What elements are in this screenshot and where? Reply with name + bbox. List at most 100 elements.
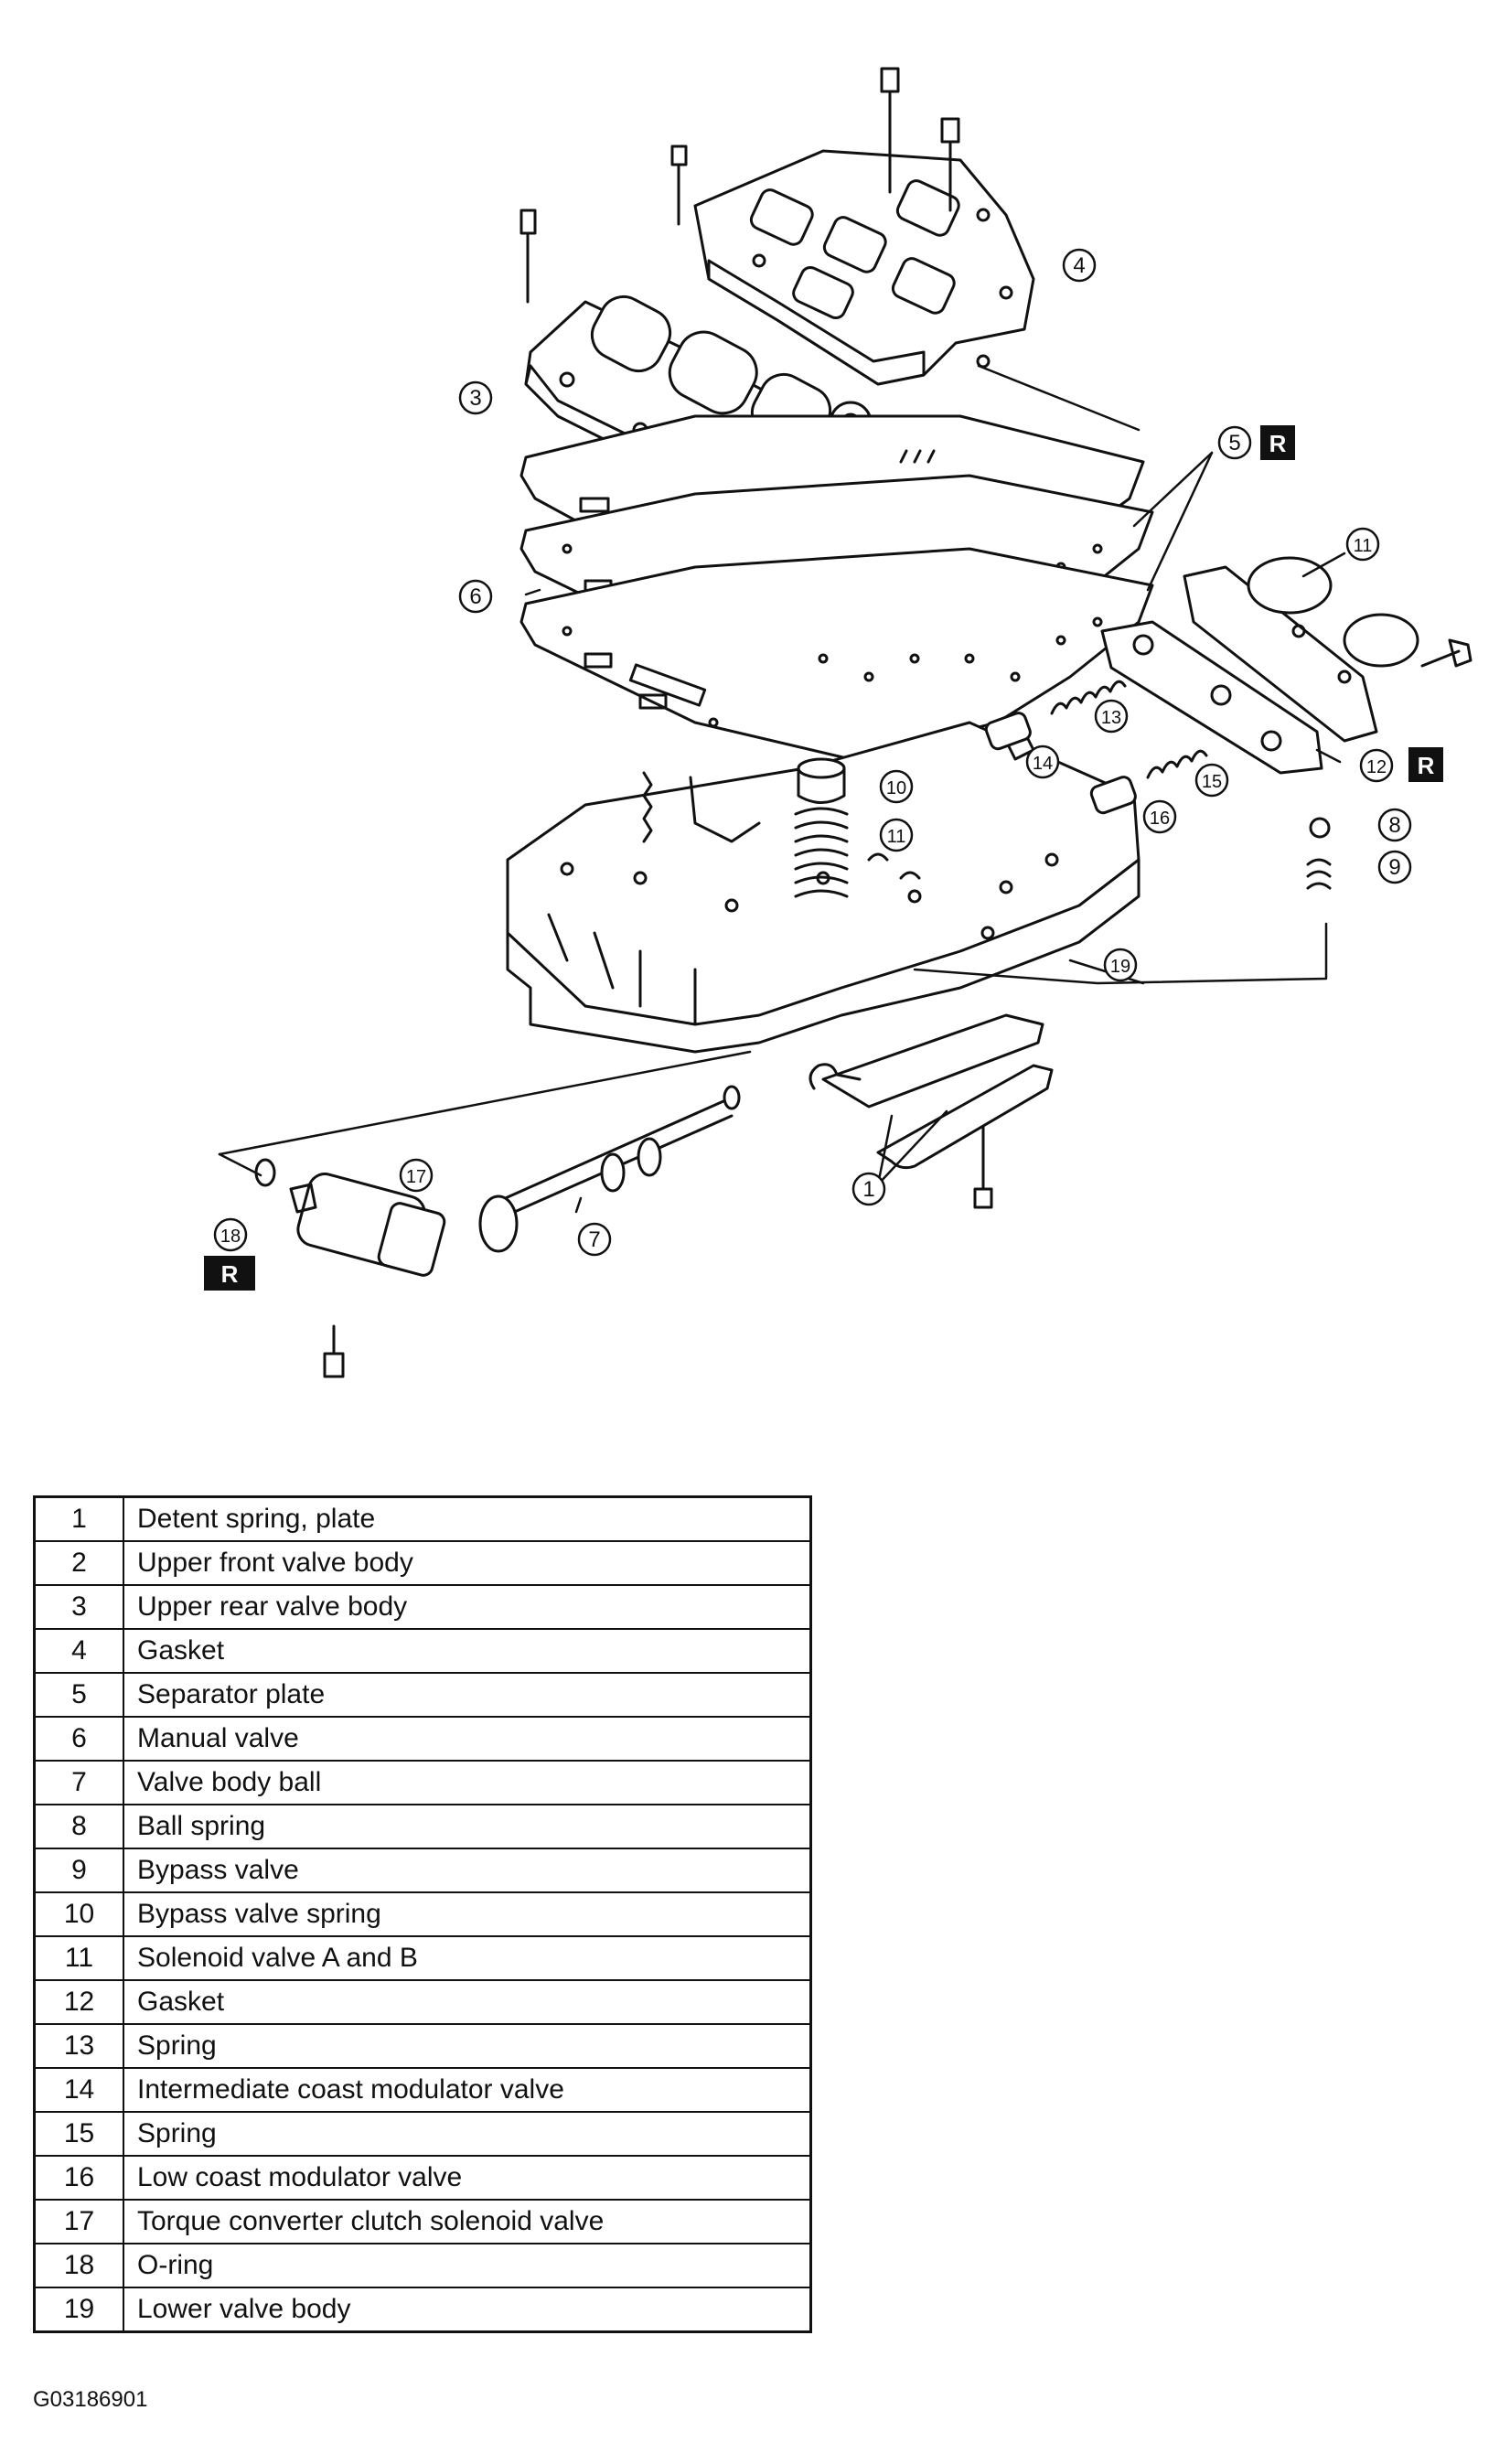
svg-text:5: 5 bbox=[1228, 431, 1240, 455]
part-description-cell: Bypass valve bbox=[123, 1848, 812, 1893]
svg-text:1: 1 bbox=[862, 1177, 874, 1202]
modulator-valves-springs bbox=[794, 680, 1332, 898]
callout-10: 10 bbox=[879, 769, 914, 804]
svg-text:19: 19 bbox=[1110, 957, 1130, 977]
callout-15: 15 bbox=[1194, 763, 1229, 798]
tcc-solenoid-valve bbox=[254, 1158, 446, 1277]
part-number-cell: 5 bbox=[33, 1672, 124, 1718]
callout-3: 3 bbox=[458, 380, 493, 415]
callout-4: 4 bbox=[1062, 248, 1097, 283]
svg-text:16: 16 bbox=[1150, 809, 1170, 829]
svg-text:R: R bbox=[1418, 752, 1435, 779]
part-description-cell: Valve body ball bbox=[123, 1760, 812, 1805]
replace-badge-o-ring: R bbox=[204, 1256, 255, 1291]
part-number-cell: 19 bbox=[33, 2287, 124, 2333]
part-description-cell: Spring bbox=[123, 2023, 812, 2069]
svg-text:6: 6 bbox=[469, 584, 481, 609]
replace-badge-solenoid-gasket: R bbox=[1408, 747, 1443, 782]
part-description-cell: Spring bbox=[123, 2111, 812, 2157]
solenoid-valves-a-b bbox=[1100, 556, 1419, 775]
svg-text:14: 14 bbox=[1033, 754, 1053, 774]
part-number-cell: 17 bbox=[33, 2199, 124, 2244]
part-number-cell: 12 bbox=[33, 1979, 124, 2025]
svg-text:4: 4 bbox=[1073, 253, 1085, 278]
lower-valve-body bbox=[506, 721, 1141, 1054]
svg-text:R: R bbox=[221, 1260, 239, 1288]
part-number-cell: 4 bbox=[33, 1628, 124, 1674]
callout-1: 1 bbox=[851, 1172, 886, 1206]
part-number-cell: 13 bbox=[33, 2023, 124, 2069]
part-description-cell: Torque converter clutch solenoid valve bbox=[123, 2199, 812, 2244]
svg-text:15: 15 bbox=[1202, 772, 1222, 792]
part-description-cell: Ball spring bbox=[123, 1804, 812, 1849]
bottom-gasket bbox=[519, 547, 1154, 761]
part-description-cell: O-ring bbox=[123, 2243, 812, 2288]
part-description-cell: Gasket bbox=[123, 1628, 812, 1674]
callout-7: 7 bbox=[577, 1222, 612, 1257]
callout-5: 5 bbox=[1217, 425, 1252, 460]
part-number-cell: 8 bbox=[33, 1804, 124, 1849]
part-number-cell: 11 bbox=[33, 1935, 124, 1981]
svg-text:9: 9 bbox=[1388, 855, 1400, 880]
svg-text:R: R bbox=[1269, 430, 1287, 457]
callout-14: 14 bbox=[1025, 745, 1060, 779]
bolts bbox=[323, 67, 1473, 1378]
callout-11-spring: 11 bbox=[879, 818, 914, 852]
part-description-cell: Manual valve bbox=[123, 1716, 812, 1762]
exploded-view-diagram: 1 3 4 5 6 7 8 9 10 11 11 12 13 14 15 16 … bbox=[204, 67, 1473, 1378]
figure-id: G03186901 bbox=[33, 2387, 148, 2412]
part-description-cell: Upper front valve body bbox=[123, 1540, 812, 1586]
part-number-cell: 15 bbox=[33, 2111, 124, 2157]
callout-18: 18 bbox=[213, 1217, 248, 1252]
callout-17: 17 bbox=[399, 1158, 434, 1193]
part-number-cell: 16 bbox=[33, 2155, 124, 2201]
callout-16: 16 bbox=[1142, 799, 1177, 834]
part-description-cell: Bypass valve spring bbox=[123, 1891, 812, 1937]
part-description-cell: Lower valve body bbox=[123, 2287, 812, 2333]
part-description-cell: Solenoid valve A and B bbox=[123, 1935, 812, 1981]
svg-text:8: 8 bbox=[1388, 813, 1400, 838]
callout-13: 13 bbox=[1094, 699, 1129, 734]
part-description-cell: Low coast modulator valve bbox=[123, 2155, 812, 2201]
callout-9: 9 bbox=[1377, 850, 1412, 884]
part-number-cell: 18 bbox=[33, 2243, 124, 2288]
svg-text:18: 18 bbox=[220, 1227, 241, 1247]
svg-text:3: 3 bbox=[469, 386, 481, 411]
callout-6: 6 bbox=[458, 579, 493, 614]
part-number-cell: 2 bbox=[33, 1540, 124, 1586]
part-number-cell: 3 bbox=[33, 1584, 124, 1630]
callout-11-solenoid: 11 bbox=[1345, 527, 1380, 562]
upper-front-valve-body bbox=[693, 149, 1035, 386]
part-description-cell: Upper rear valve body bbox=[123, 1584, 812, 1630]
part-description-cell: Detent spring, plate bbox=[123, 1495, 812, 1542]
callout-12: 12 bbox=[1359, 748, 1394, 783]
part-description-cell: Intermediate coast modulator valve bbox=[123, 2067, 812, 2113]
part-description-cell: Gasket bbox=[123, 1979, 812, 2025]
leader-lines bbox=[218, 364, 1346, 1214]
callout-19: 19 bbox=[1103, 948, 1138, 982]
part-number-cell: 1 bbox=[33, 1495, 124, 1542]
part-description-cell: Separator plate bbox=[123, 1672, 812, 1718]
part-number-cell: 9 bbox=[33, 1848, 124, 1893]
detent-spring-plate bbox=[809, 1013, 1054, 1170]
part-number-cell: 14 bbox=[33, 2067, 124, 2113]
callout-8: 8 bbox=[1377, 808, 1412, 842]
